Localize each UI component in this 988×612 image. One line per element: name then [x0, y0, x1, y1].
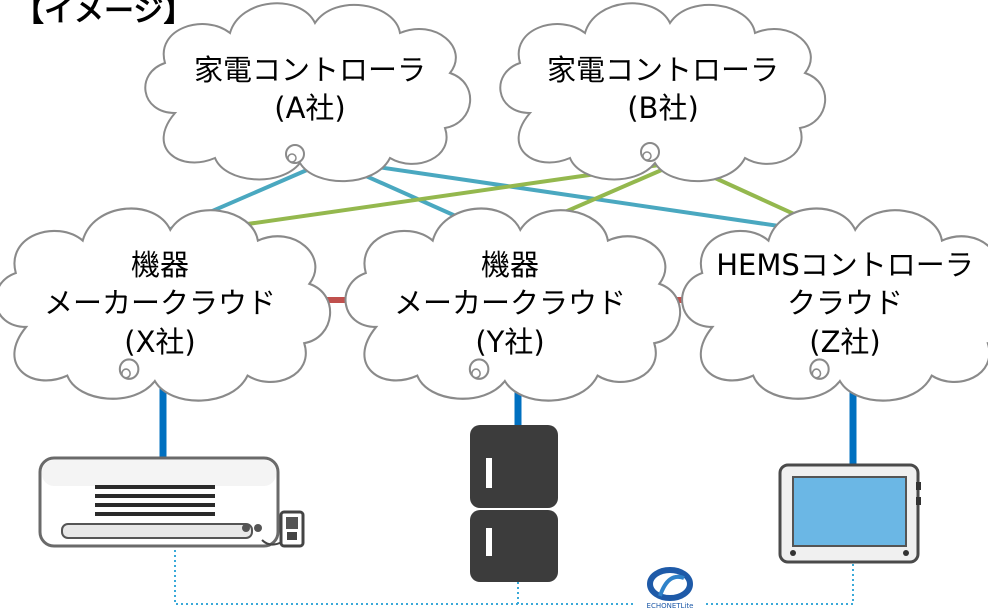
echonet-logo-text: ECHONETLite — [647, 602, 694, 610]
air-conditioner-icon — [38, 456, 305, 548]
cloud-x-line1: 機器 — [131, 248, 189, 282]
cloud-y-line3: (Y社) — [475, 325, 544, 359]
cloud-y-line2: メーカークラウド — [394, 286, 626, 320]
cloud-a-line1: 家電コントローラ — [194, 53, 426, 87]
refrigerator-icon — [470, 425, 558, 582]
cloud-x-line2: メーカークラウド — [44, 286, 276, 320]
cloud-a-line2: (A社) — [274, 91, 345, 125]
echonet-network — [174, 545, 854, 605]
link-a-z — [329, 158, 841, 237]
cloud-z-line2: クラウド — [787, 286, 903, 320]
cloud-z-line3: (Z社) — [809, 325, 881, 359]
cloud-b-line2: (B社) — [627, 91, 699, 125]
cloud-b-line1: 家電コントローラ — [547, 53, 779, 87]
cloud-y-line1: 機器 — [481, 248, 539, 282]
header-title: 【イメージ】 — [14, 0, 194, 29]
cloud-z-line1: HEMSコントローラ — [716, 248, 974, 282]
hems-monitor-icon — [778, 463, 921, 564]
cloud-x-line3: (X社) — [124, 325, 196, 359]
echonet-lite-logo: ECHONETLite — [636, 567, 706, 612]
